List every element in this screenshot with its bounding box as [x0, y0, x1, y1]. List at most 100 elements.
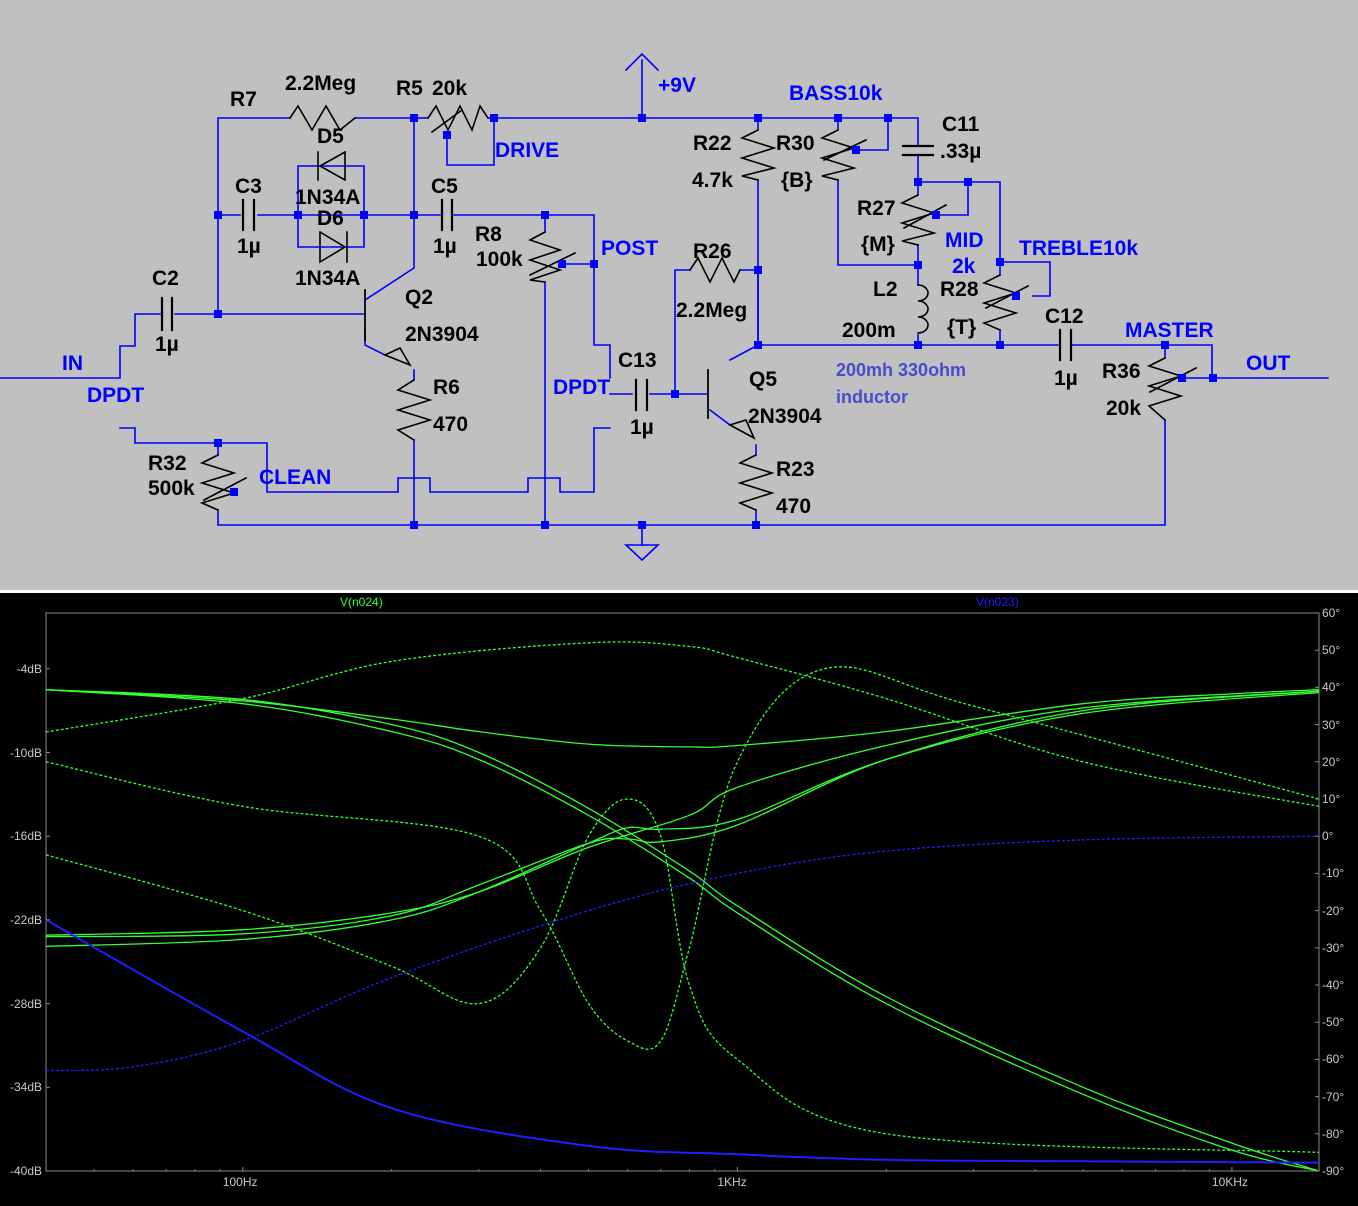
trace-label-vn024[interactable]: V(n024) [340, 595, 383, 609]
wire [1071, 344, 1329, 379]
comment-inductor-line2: inductor [836, 387, 908, 407]
wire [917, 154, 1051, 297]
wire [297, 165, 365, 248]
magnitude-trace-vn023-4[interactable] [45, 919, 1320, 1164]
y2-axis-tick-label: -20° [1322, 903, 1345, 918]
phase-trace-vn024-1[interactable] [45, 666, 1320, 1050]
y2-axis-tick-label: -90° [1322, 1164, 1345, 1178]
part-value-r6: 470 [433, 413, 469, 436]
part-ref-d6: D6 [317, 207, 344, 230]
x-axis-tick-label: 100Hz [222, 1175, 258, 1189]
y-axis-tick-label: -40dB [9, 1164, 42, 1178]
y-axis-tick-label: -4dB [16, 661, 42, 676]
schematic-canvas: C2 1µ C3 1µ C5 1µ C11 .33µ C12 1µ C13 1µ… [0, 0, 1358, 590]
part-value-r30: {B} [781, 169, 813, 192]
wire [837, 179, 919, 266]
part-ref-c12: C12 [1045, 305, 1084, 328]
part-ref-r22: R22 [693, 132, 732, 155]
wire [708, 408, 732, 427]
part-value-l2: 200m [842, 319, 896, 342]
phase-trace-vn024-0[interactable] [45, 641, 1320, 808]
wire [935, 181, 969, 216]
part-ref-c3: C3 [235, 175, 262, 198]
part-ref-d5: D5 [317, 125, 344, 148]
wire [855, 117, 889, 151]
magnitude-trace-vn024-0[interactable] [45, 689, 1320, 1172]
part-value-c5: 1µ [433, 235, 457, 258]
y-axis-tick-label: -34dB [9, 1080, 42, 1095]
part-value-r8: 100k [476, 248, 523, 271]
part-ref-c5: C5 [431, 175, 458, 198]
wire [487, 117, 919, 146]
part-value-d6: 1N34A [295, 267, 361, 290]
comment-inductor-line1: 200mh 330ohm [836, 360, 967, 380]
part-value-c2: 1µ [155, 333, 179, 356]
part-ref-r32: R32 [148, 452, 187, 475]
part-value-r36: 20k [1106, 397, 1142, 420]
part-ref-q5: Q5 [749, 368, 778, 391]
net-label-bass: BASS10k [789, 82, 883, 105]
magnitude-trace-vn024-4[interactable] [45, 690, 1320, 936]
net-label-vcc: +9V [658, 74, 696, 97]
wire [544, 214, 611, 379]
part-ref-r5: R5 [396, 77, 423, 100]
net-label-dpdt-1: DPDT [87, 384, 145, 407]
magnitude-trace-vn024-2[interactable] [45, 689, 1320, 748]
phase-trace-vn023-3[interactable] [45, 835, 1320, 1072]
part-value-c12: 1µ [1054, 367, 1078, 390]
net-label-in: IN [62, 352, 83, 375]
part-value-c11: .33µ [940, 140, 982, 163]
y2-axis-tick-label: -30° [1322, 940, 1345, 955]
part-value-r23: 470 [776, 495, 812, 518]
trace-label-vn023[interactable]: V(n023) [976, 595, 1019, 609]
y2-axis-tick-label: -70° [1322, 1089, 1345, 1104]
net-label-mid-value: 2k [952, 255, 976, 278]
part-ref-c11: C11 [942, 113, 980, 136]
part-value-r5: 20k [432, 77, 468, 100]
net-label-mid: MID [945, 229, 984, 252]
part-ref-c2: C2 [152, 267, 179, 290]
part-ref-r36: R36 [1102, 360, 1141, 383]
part-value-r22: 4.7k [692, 169, 733, 192]
y-axis-tick-label: -10dB [9, 745, 42, 760]
wire [354, 117, 415, 302]
part-value-q5: 2N3904 [748, 405, 822, 428]
phase-trace-vn024-2[interactable] [45, 798, 1320, 1154]
part-value-r26: 2.2Meg [676, 299, 748, 322]
y2-axis-tick-label: 30° [1322, 717, 1341, 732]
wire [364, 329, 387, 357]
magnitude-trace-vn024-3[interactable] [45, 690, 1320, 938]
y2-axis-tick-label: 40° [1322, 680, 1341, 695]
part-value-c13: 1µ [630, 416, 654, 439]
y-axis-tick-label: -28dB [9, 996, 42, 1011]
part-value-r7: 2.2Meg [285, 72, 357, 95]
net-label-dpdt-2: DPDT [553, 376, 611, 399]
part-value-d5: 1N34A [295, 186, 361, 209]
part-ref-r28: R28 [940, 278, 979, 301]
net-label-out: OUT [1246, 352, 1291, 375]
schematic-drawing [0, 52, 1329, 562]
plot-frame [45, 612, 1320, 1172]
wire [674, 269, 691, 395]
part-ref-r26: R26 [693, 240, 732, 263]
magnitude-trace-vn024-5[interactable] [45, 691, 1320, 948]
y2-axis-tick-label: 20° [1322, 754, 1341, 769]
part-ref-q2: Q2 [405, 286, 434, 309]
part-value-r32: 500k [148, 477, 195, 500]
part-ref-r23: R23 [776, 458, 815, 481]
y2-axis-tick-label: 10° [1322, 792, 1341, 806]
wire [446, 117, 495, 166]
net-label-drive: DRIVE [495, 139, 560, 162]
wire [217, 117, 291, 315]
y2-axis-tick-label: -40° [1322, 978, 1345, 992]
net-label-treble: TREBLE10k [1019, 237, 1139, 260]
x-axis-tick-label: 10KHz [1211, 1175, 1248, 1189]
wire [119, 427, 611, 493]
y2-axis-tick-label: -10° [1322, 866, 1345, 881]
part-value-r28: {T} [947, 316, 977, 339]
net-label-post: POST [601, 237, 659, 260]
part-ref-r8: R8 [475, 223, 502, 246]
waveform-plot[interactable]: V(n024) V(n023) -4dB-10dB-16dB-22dB-28dB… [0, 593, 1358, 1206]
part-ref-c13: C13 [618, 349, 657, 372]
y-axis-tick-label: -16dB [9, 829, 42, 844]
